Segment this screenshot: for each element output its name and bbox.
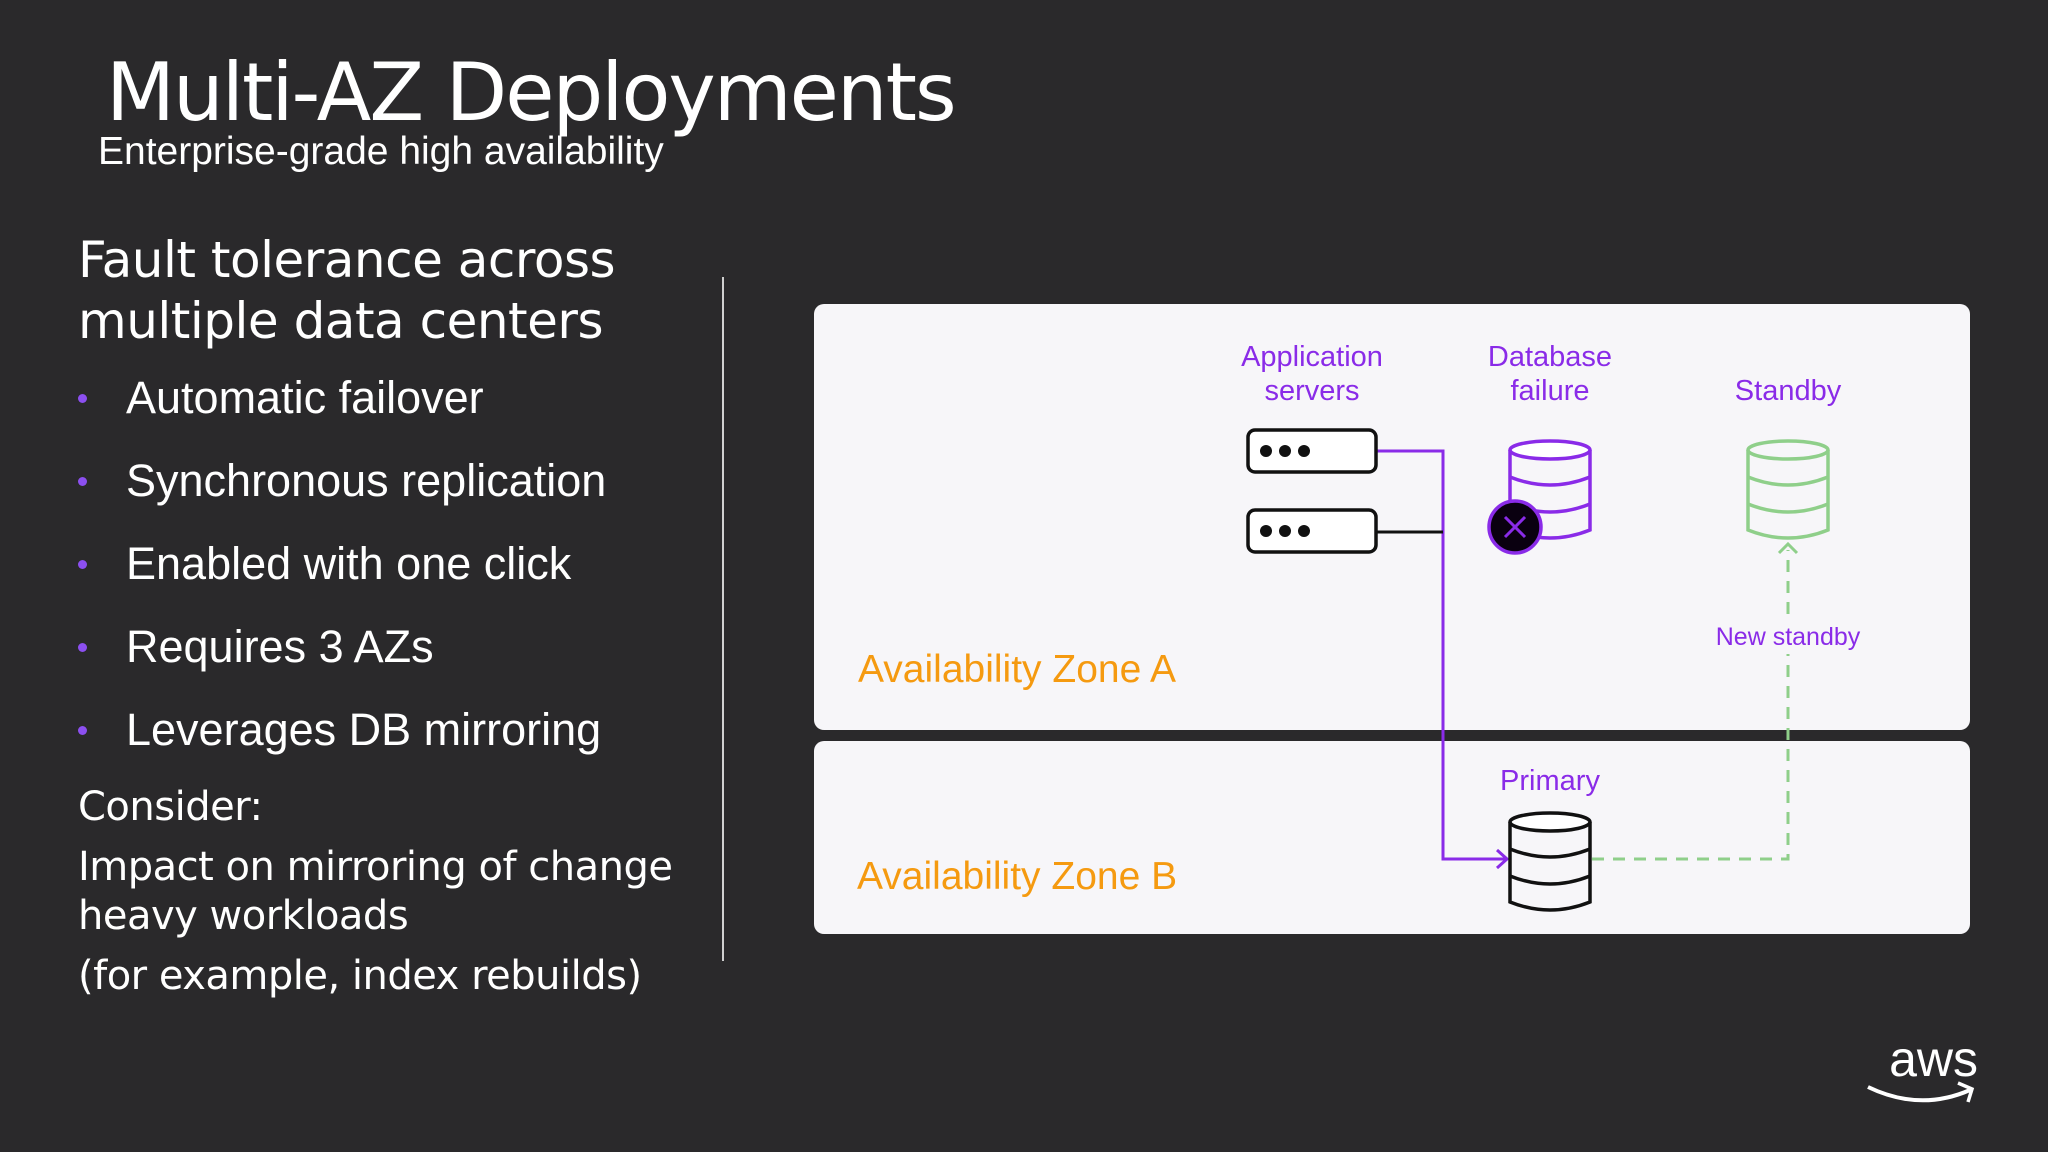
zone-b-label: Availability Zone B: [857, 855, 1178, 898]
bullet-text: Leverages DB mirroring: [126, 704, 602, 755]
zone-a-label: Availability Zone A: [858, 648, 1176, 691]
db-failure-label: Database failure: [1488, 340, 1612, 408]
aws-arrow-icon: [1957, 1081, 1975, 1103]
server-icon: [1246, 428, 1378, 474]
bullet-text: Automatic failover: [126, 372, 484, 423]
standby-label: Standby: [1734, 375, 1842, 407]
consider-line: Impact on mirroring of change: [78, 844, 673, 890]
bullet-text: Synchronous replication: [126, 455, 607, 506]
bullet-dot: [78, 560, 87, 569]
label-line: Database: [1487, 341, 1613, 373]
label-line: failure: [1510, 375, 1590, 407]
vertical-divider: [722, 277, 724, 961]
availability-zone-a: Availability Zone A: [814, 304, 1970, 730]
slide-subtitle: Enterprise-grade high availability: [98, 130, 664, 173]
aws-smile-icon: [1867, 1085, 1971, 1103]
heading-line: multiple data centers: [78, 292, 604, 350]
new-standby-label: New standby: [1711, 620, 1865, 654]
heading-line: Fault tolerance across: [78, 231, 616, 289]
database-primary-icon: [1508, 811, 1592, 912]
failover-connector: [1377, 449, 1506, 861]
server-icon: [1246, 508, 1378, 554]
label-line: servers: [1264, 375, 1360, 407]
slide-title: Multi-AZ Deployments: [106, 46, 957, 139]
consider-example: (for example, index rebuilds): [78, 953, 642, 999]
bullet-dot: [78, 477, 87, 486]
app-servers-label: Application servers: [1241, 340, 1383, 408]
replication-connector: [1592, 550, 1790, 861]
availability-zone-b: Availability Zone B: [814, 741, 1970, 934]
bullet-dot: [78, 643, 87, 652]
bullet-text: Requires 3 AZs: [126, 621, 434, 672]
arrow-head-icon: [1495, 848, 1510, 870]
consider-line: heavy workloads: [78, 893, 409, 939]
label-line: Application: [1241, 341, 1383, 373]
bullet-dot: [78, 726, 87, 735]
database-standby-icon: [1746, 439, 1830, 540]
aws-logo: aws: [1889, 1031, 1978, 1087]
bullet-dot: [78, 394, 87, 403]
section-heading: Fault tolerance across multiple data cen…: [78, 230, 616, 352]
arrow-head-icon: [1777, 541, 1799, 555]
consider-text: Impact on mirroring of change heavy work…: [78, 843, 673, 941]
bullet-text: Enabled with one click: [126, 538, 572, 589]
consider-label: Consider:: [78, 784, 263, 830]
failure-x-icon: [1487, 499, 1543, 555]
primary-label: Primary: [1500, 765, 1600, 797]
